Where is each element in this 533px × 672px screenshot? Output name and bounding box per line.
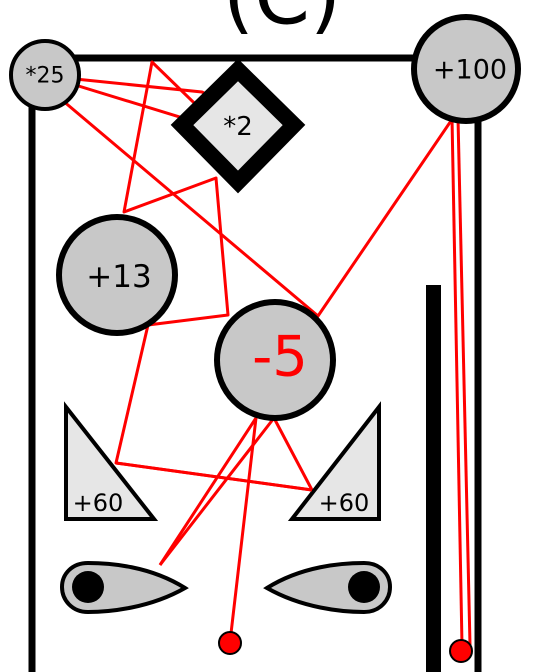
bumper-multiplier-2-diamond — [170, 58, 306, 194]
bumper-plus-100-disc — [411, 14, 521, 124]
left-slingshot: +60 — [64, 401, 159, 521]
ball-1 — [218, 631, 242, 655]
left-flipper-pivot — [72, 571, 104, 603]
bumper-multiplier-2: *2 — [170, 58, 306, 194]
bumper-minus-5-disc — [214, 299, 336, 421]
bumper-plus-100-label: +100 — [433, 55, 507, 86]
bumper-plus-13: +13 — [56, 214, 178, 336]
bumper-minus-5: -5 — [214, 299, 336, 421]
table-wall — [28, 54, 482, 672]
trajectory-overlay — [115, 461, 313, 492]
right-slingshot-triangle — [287, 401, 381, 521]
bumper-multiplier-2-label: *2 — [223, 112, 253, 142]
bumper-minus-5-label: -5 — [252, 325, 308, 390]
bumper-multiplier-25-disc — [9, 39, 81, 111]
bumper-plus-100: +100 — [411, 14, 521, 124]
left-flipper[interactable] — [59, 560, 189, 615]
left-slingshot-label: +60 — [73, 489, 124, 517]
bumper-multiplier-25-label: *25 — [26, 64, 65, 89]
right-slingshot: +60 — [287, 401, 381, 521]
right-flipper-pivot — [348, 571, 380, 603]
ball-2 — [449, 639, 473, 663]
right-slingshot-label: +60 — [319, 489, 370, 517]
plunger-lane-wall — [426, 285, 441, 672]
right-flipper[interactable] — [263, 560, 393, 615]
panel-label: (C) — [223, 0, 341, 43]
bumper-plus-13-disc — [56, 214, 178, 336]
bumper-multiplier-25: *25 — [9, 39, 81, 111]
bumper-plus-13-label: +13 — [86, 259, 151, 295]
left-slingshot-triangle — [64, 401, 159, 521]
